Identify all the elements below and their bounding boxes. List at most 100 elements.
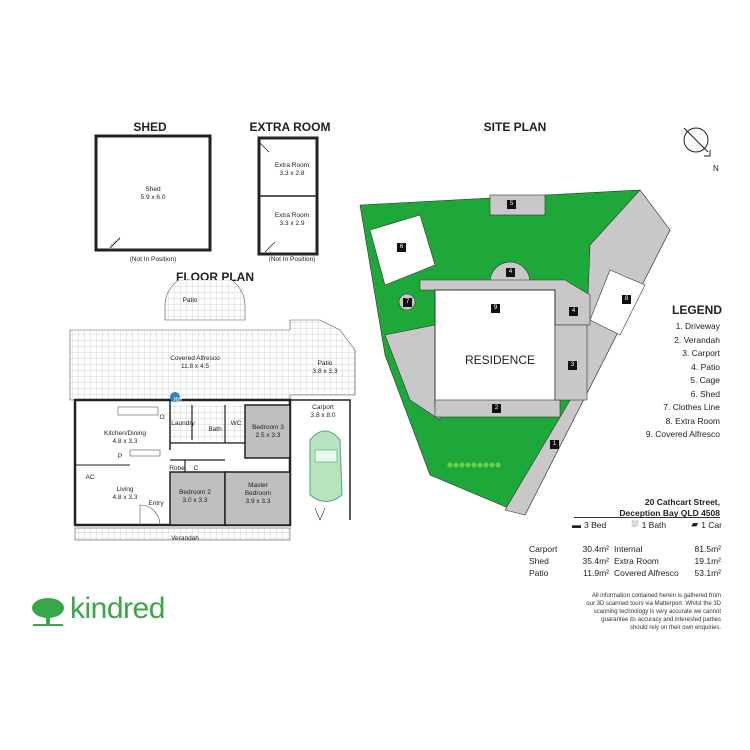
- extra-room-heading: EXTRA ROOM: [249, 120, 331, 134]
- bed-icon: ▬: [572, 519, 581, 530]
- legend-item: 8. Extra Room: [665, 415, 720, 426]
- residence-label: RESIDENCE: [464, 353, 535, 367]
- site-cage: [489, 194, 546, 216]
- address-line1: 20 Cathcart Street,: [644, 497, 720, 507]
- site-extra-room: [589, 269, 646, 336]
- bath-count: 1 Bath: [641, 519, 667, 530]
- pantry-label: P: [117, 453, 123, 460]
- address-line2: Deception Bay QLD 4508: [619, 508, 720, 518]
- covered-alfresco-label: Covered Alfresco: [170, 355, 220, 362]
- covered-alfresco-dims: 11.8 x 4.5: [180, 363, 210, 370]
- marker-carport: 3: [568, 361, 577, 370]
- extra-room-2-dims: 3.3 x 2.9: [279, 220, 305, 227]
- marker-patio-top: 4: [506, 268, 515, 277]
- areas-col-1: Carport 30.4m² Shed 35.4m² Patio 11.9m²: [529, 543, 609, 579]
- marker-verandah: 2: [492, 404, 501, 413]
- disclaimer: All information contained herein is gath…: [540, 592, 721, 632]
- shed-plan: [94, 134, 212, 252]
- legend-item: 4. Patio: [691, 361, 720, 372]
- site-plan: [359, 189, 671, 516]
- north-label: N: [713, 164, 719, 173]
- area-value: 81.5m²: [694, 544, 721, 554]
- marker-shed: 6: [397, 243, 406, 252]
- area-label: Extra Room: [614, 556, 659, 566]
- bath-label: Bath: [208, 426, 222, 433]
- extra-room-2-label: Extra Room: [274, 212, 310, 219]
- legend-item: 1. Driveway: [675, 321, 720, 331]
- wc-label: WC: [230, 420, 242, 427]
- legend-item: 5. Cage: [690, 375, 720, 385]
- living-dims: 4.8 x 3.3: [112, 494, 138, 501]
- master-dims: 3.9 x 3.3: [245, 498, 271, 505]
- ac-label-left: AC: [85, 474, 95, 481]
- bed-count: 3 Bed: [584, 519, 607, 530]
- carport-label: Carport: [312, 404, 334, 411]
- car-count: 1 Car: [701, 519, 722, 530]
- areas-col-2: Internal 81.5m² Extra Room 19.1m² Covered …: [614, 543, 721, 579]
- carport-dims: 3.8 x 8.0: [310, 412, 336, 419]
- disclaimer-line: scanning technology is very accurate we …: [593, 609, 721, 615]
- address-divider: [574, 517, 720, 518]
- area-label: Shed: [529, 556, 549, 566]
- marker-extra-room: 8: [622, 295, 631, 304]
- legend-item: 9. Covered Alfresco: [645, 429, 720, 439]
- patio-right-label: Patio: [317, 360, 333, 367]
- shed-dims: 5.9 x 6.0: [140, 194, 166, 201]
- legend-item: 7. Clothes Line: [663, 402, 720, 412]
- master-label: Master: [248, 482, 268, 489]
- north-arrow-icon: [683, 127, 711, 157]
- extra-room-1-label: Extra Room: [274, 162, 310, 169]
- hw-label: HW: [173, 397, 183, 403]
- driveway: [504, 189, 671, 516]
- extra-room-note: (Not In Position): [268, 256, 316, 263]
- area-value: 11.9m²: [583, 568, 609, 578]
- address: 20 Cathcart Street, Deception Bay QLD 45…: [560, 497, 720, 519]
- shed-note: (Not In Position): [129, 256, 177, 263]
- bedroom3-label: Bedroom 3: [252, 424, 284, 431]
- disclaimer-line: guarantee its accuracy and interested pa…: [601, 617, 721, 623]
- marker-patio-right: 4: [569, 307, 578, 316]
- marker-covered-alfresco: 9: [491, 304, 500, 313]
- extra-room-plan: [257, 136, 319, 256]
- shed-label: Shed: [145, 186, 161, 193]
- bedroom2-dims: 3.0 x 3.3: [182, 497, 208, 504]
- car-feature: ▰ 1 Car: [691, 519, 722, 530]
- shed-heading: SHED: [133, 120, 167, 134]
- patio-right-dims: 3.8 x 3.3: [312, 368, 338, 375]
- area-label: Carport: [529, 544, 558, 554]
- patio-top-label: Patio: [182, 297, 198, 304]
- kitchen-dims: 4.8 x 3.3: [112, 438, 138, 445]
- area-value: 19.1m²: [694, 556, 721, 566]
- robe-label: Robe: [169, 465, 185, 472]
- marker-driveway: 1: [550, 440, 559, 449]
- site-plan-heading: SITE PLAN: [483, 120, 547, 134]
- area-value: 30.4m²: [582, 544, 609, 554]
- oven-label: O: [159, 414, 165, 421]
- bed-feature: ▬ 3 Bed: [572, 520, 606, 530]
- shower-icon: ⛆: [631, 519, 639, 529]
- area-label: Covered Alfresco: [614, 568, 679, 578]
- kindred-tree-logo-icon: [32, 598, 64, 626]
- entry-label: Entry: [148, 500, 164, 507]
- area-label: Patio: [529, 568, 549, 578]
- area-label: Internal: [614, 544, 643, 554]
- marker-cage: 5: [507, 200, 516, 209]
- master-label-2: Bedroom: [244, 490, 272, 497]
- bath-feature: ⛆ 1 Bath: [631, 519, 666, 530]
- legend-item: 2. Verandah: [674, 334, 720, 345]
- disclaimer-line: should rely on their own enquiries.: [629, 625, 721, 631]
- brand-name: kindred: [70, 592, 165, 625]
- legend-item: 3. Carport: [682, 348, 720, 358]
- bedroom3-dims: 2.5 x 3.3: [255, 432, 281, 439]
- floor-plan: [69, 280, 356, 541]
- extra-room-1-dims: 3.3 x 2.8: [279, 170, 305, 177]
- disclaimer-line: All information contained herein is gath…: [591, 593, 721, 599]
- cupboard-label: C: [193, 465, 199, 472]
- features-row: ▬ 3 Bed ⛆ 1 Bath ▰ 1 Car: [572, 519, 722, 530]
- car-icon: ▰: [691, 519, 699, 529]
- area-value: 35.4m²: [582, 556, 609, 566]
- verandah-label: Verandah: [171, 535, 199, 542]
- disclaimer-line: our 3D scanned tours via Matterport. Whi…: [586, 601, 721, 607]
- legend-heading: LEGEND: [672, 303, 723, 317]
- marker-clothes-line: 7: [403, 298, 412, 307]
